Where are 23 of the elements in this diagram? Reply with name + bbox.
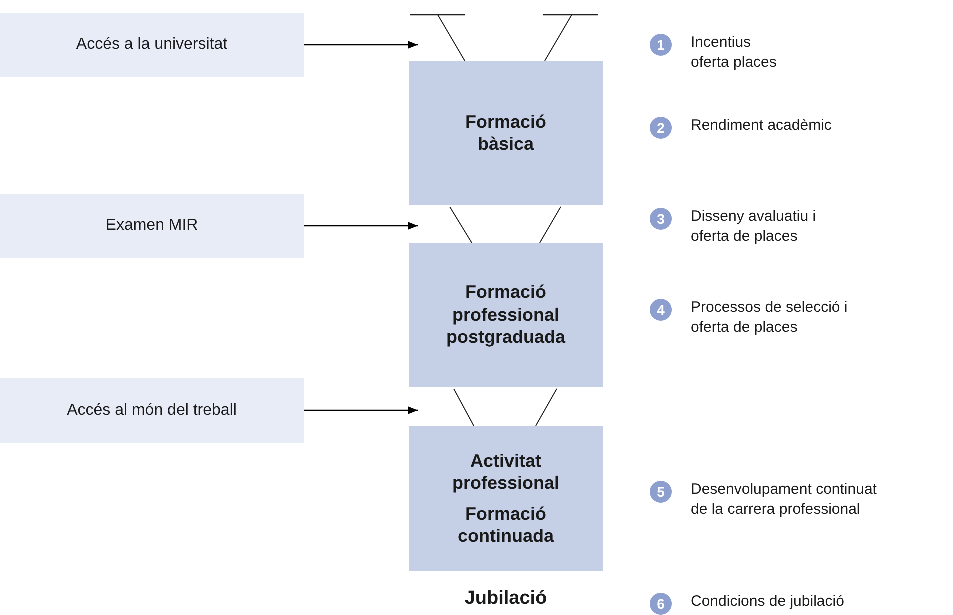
stage-title: Activitat professional [451, 450, 561, 494]
item-description: Desenvolupament continuat de la carrera professional [691, 480, 878, 519]
item-description: Incentius oferta places [691, 33, 778, 72]
entry-text: Accés al món del treball [67, 400, 237, 420]
stage-label: Jubilació [464, 587, 548, 611]
arrow [304, 222, 418, 230]
stage-box [409, 61, 603, 205]
item-description: Rendiment acadèmic [691, 116, 833, 136]
arrow [304, 406, 418, 414]
stage-title: Formació continuada [456, 502, 556, 548]
stage-title: Formació bàsica [464, 110, 548, 156]
item-description: Condicions de jubilació [691, 592, 846, 612]
item-description: Processos de selecció i oferta de places [691, 298, 849, 337]
entry-box [0, 194, 304, 258]
arrow [304, 41, 418, 49]
item-description: Disseny avaluatiu i oferta de places [691, 207, 818, 246]
stage-title: Formació professional postgraduada [445, 281, 567, 349]
entry-box [0, 378, 304, 443]
entry-text: Examen MIR [106, 216, 198, 236]
entry-box [0, 13, 304, 77]
stage-box [409, 426, 603, 571]
stage-box [409, 243, 603, 387]
entry-text: Accés a la universitat [76, 35, 228, 55]
